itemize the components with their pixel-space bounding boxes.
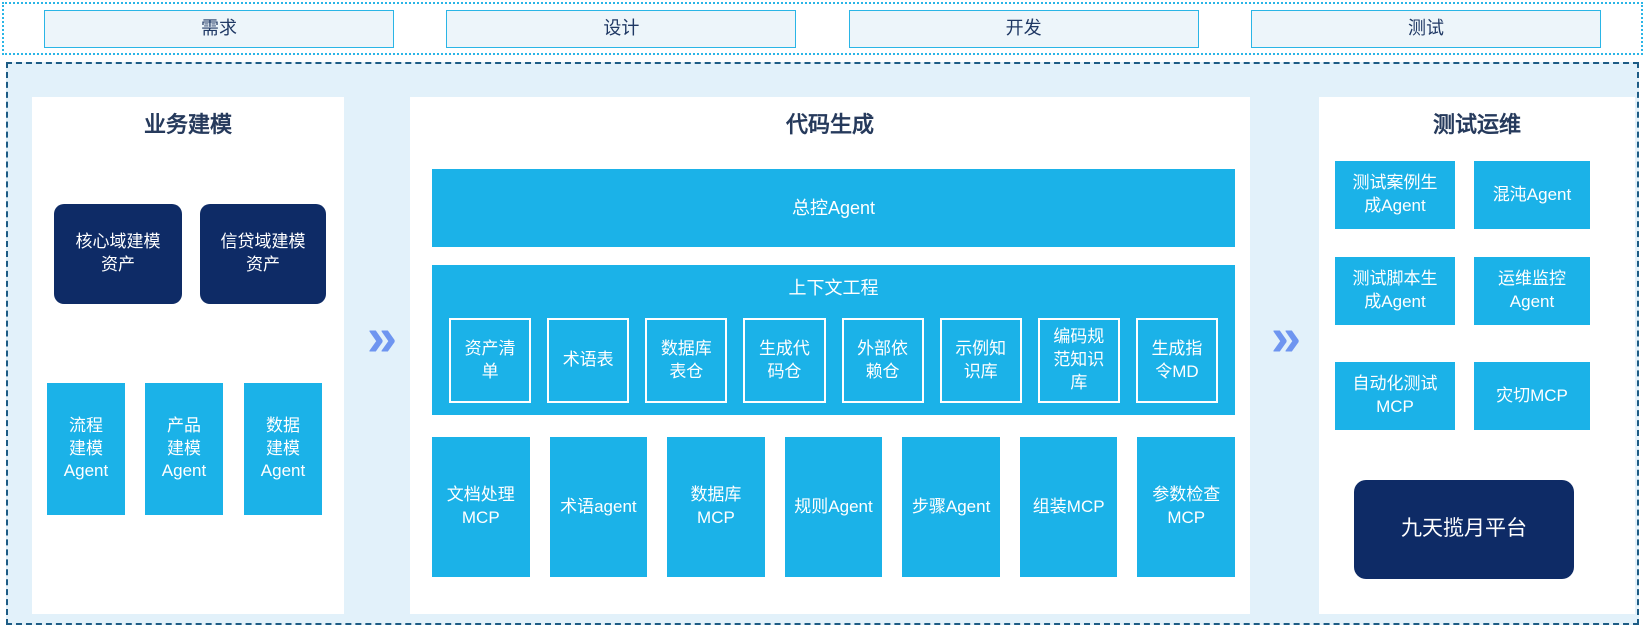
platform-box-jiutian-lanyue: 九天揽月平台: [1354, 480, 1574, 579]
testops-box-label: 灾切MCP: [1496, 385, 1568, 405]
phase-box-development: 开发: [848, 9, 1199, 48]
testops-box-ops-monitor-agent: 运维监控 Agent: [1474, 257, 1590, 325]
mcp-box-label: 规则Agent: [794, 496, 873, 516]
phase-label: 测试: [1407, 18, 1444, 39]
testops-box-label: 运维监控 Agent: [1498, 269, 1566, 311]
testops-box-label: 测试案例生 成Agent: [1352, 173, 1438, 215]
ctx-box-asset-list: 资产清 单: [449, 318, 532, 403]
asset-box-core-domain: 核心域建模 资产: [54, 204, 182, 304]
phase-label: 需求: [201, 18, 237, 39]
context-engineering-row: 资产清 单 术语表 数据库 表仓 生成代 码仓 外部依 赖仓: [449, 318, 1218, 403]
ctx-box-label: 数据库 表仓: [660, 338, 712, 381]
mcp-box-label: 术语agent: [560, 496, 637, 516]
context-engineering-title: 上下文工程: [788, 278, 879, 298]
ctx-box-label: 术语表: [562, 350, 614, 370]
ctx-box-generated-code-repo: 生成代 码仓: [743, 318, 826, 403]
chevron-glyph: »: [1270, 306, 1302, 367]
mcp-agent-row: 文档处理 MCP 术语agent 数据库 MCP 规则Agent 步骤Agent…: [432, 437, 1236, 577]
ctx-box-label: 生成指 令MD: [1151, 338, 1203, 381]
master-agent-label: 总控Agent: [791, 197, 876, 218]
testops-box-chaos-agent: 混沌Agent: [1474, 161, 1590, 229]
ctx-box-label: 示例知 识库: [955, 338, 1007, 381]
phase-box-requirements: 需求: [44, 9, 394, 48]
panel-title: 业务建模: [143, 112, 232, 137]
asset-box-label: 核心域建模 资产: [75, 232, 161, 274]
testops-box-label: 混沌Agent: [1492, 184, 1572, 204]
mcp-box-label: 组装MCP: [1032, 496, 1105, 516]
panel-test-ops: 测试运维 测试案例生 成Agent 混沌Agent 测试脚本生 成Agent 运…: [1319, 97, 1635, 614]
agent-box-product-modeling: 产品 建模 Agent: [145, 383, 223, 515]
context-engineering-container: 上下文工程 资产清 单 术语表 数据库 表仓 生成代 码仓 外部: [432, 265, 1235, 415]
testops-box-disaster-switch-mcp: 灾切MCP: [1474, 362, 1590, 430]
agent-box-data-modeling: 数据 建模 Agent: [244, 383, 322, 515]
ctx-box-external-deps-repo: 外部依 赖仓: [841, 318, 924, 403]
mcp-box-label: 文档处理 MCP: [446, 485, 515, 527]
ctx-box-glossary: 术语表: [547, 318, 630, 403]
mcp-box-label: 数据库 MCP: [690, 485, 742, 527]
mcp-box-database: 数据库 MCP: [667, 437, 765, 577]
agent-box-label: 数据 建模 Agent: [260, 415, 306, 481]
testops-box-label: 自动化测试 MCP: [1352, 374, 1438, 416]
testops-box-test-script-gen-agent: 测试脚本生 成Agent: [1335, 257, 1455, 325]
ctx-box-db-table-repo: 数据库 表仓: [645, 318, 728, 403]
main-container: 业务建模 核心域建模 资产 信贷域建模 资产 流程 建模 Agent 产品 建模…: [6, 62, 1639, 625]
ctx-box-example-kb: 示例知 识库: [939, 318, 1022, 403]
phase-box-design: 设计: [446, 9, 797, 48]
panel-title: 测试运维: [1432, 112, 1521, 137]
mcp-box-glossary-agent: 术语agent: [549, 437, 648, 577]
master-agent-bar: 总控Agent: [432, 169, 1235, 247]
agent-box-process-modeling: 流程 建模 Agent: [47, 383, 125, 515]
panel-code-generation: 代码生成 总控Agent 上下文工程 资产清 单 术语表 数据库 表仓: [410, 97, 1250, 614]
panel-business-modeling: 业务建模 核心域建模 资产 信贷域建模 资产 流程 建模 Agent 产品 建模…: [32, 97, 344, 614]
agent-box-label: 产品 建模 Agent: [161, 415, 207, 481]
mcp-box-assembly: 组装MCP: [1019, 437, 1118, 577]
phase-box-testing: 测试: [1250, 9, 1601, 48]
testops-box-automated-test-mcp: 自动化测试 MCP: [1335, 362, 1455, 430]
platform-label: 九天揽月平台: [1401, 517, 1527, 541]
mcp-box-param-check: 参数检查 MCP: [1137, 437, 1236, 577]
testops-box-test-case-gen-agent: 测试案例生 成Agent: [1335, 161, 1455, 229]
mcp-box-rule-agent: 规则Agent: [784, 437, 883, 577]
chevron-glyph: »: [366, 306, 398, 367]
chevron-right-icon: »: [358, 309, 406, 364]
phase-label: 开发: [1005, 18, 1042, 39]
agent-box-label: 流程 建模 Agent: [63, 415, 109, 481]
ctx-box-label: 资产清 单: [464, 338, 516, 381]
phase-strip: 需求 设计 开发 测试: [2, 2, 1643, 55]
panel-title: 代码生成: [785, 112, 874, 137]
ctx-box-label: 生成代 码仓: [758, 338, 810, 381]
ctx-box-gen-instruction-md: 生成指 令MD: [1135, 318, 1218, 403]
mcp-box-doc-processing: 文档处理 MCP: [432, 437, 530, 577]
ctx-box-coding-standard-kb: 编码规 范知识 库: [1037, 318, 1120, 403]
asset-box-credit-domain: 信贷域建模 资产: [200, 204, 326, 304]
chevron-right-icon: »: [1262, 309, 1310, 364]
asset-box-label: 信贷域建模 资产: [220, 232, 306, 274]
phase-label: 设计: [603, 18, 640, 39]
ctx-box-label: 编码规 范知识 库: [1053, 327, 1105, 392]
testops-box-label: 测试脚本生 成Agent: [1352, 269, 1438, 311]
mcp-box-label: 参数检查 MCP: [1152, 485, 1221, 527]
mcp-box-step-agent: 步骤Agent: [902, 437, 1000, 577]
mcp-box-label: 步骤Agent: [911, 496, 991, 516]
ctx-box-label: 外部依 赖仓: [857, 338, 909, 381]
